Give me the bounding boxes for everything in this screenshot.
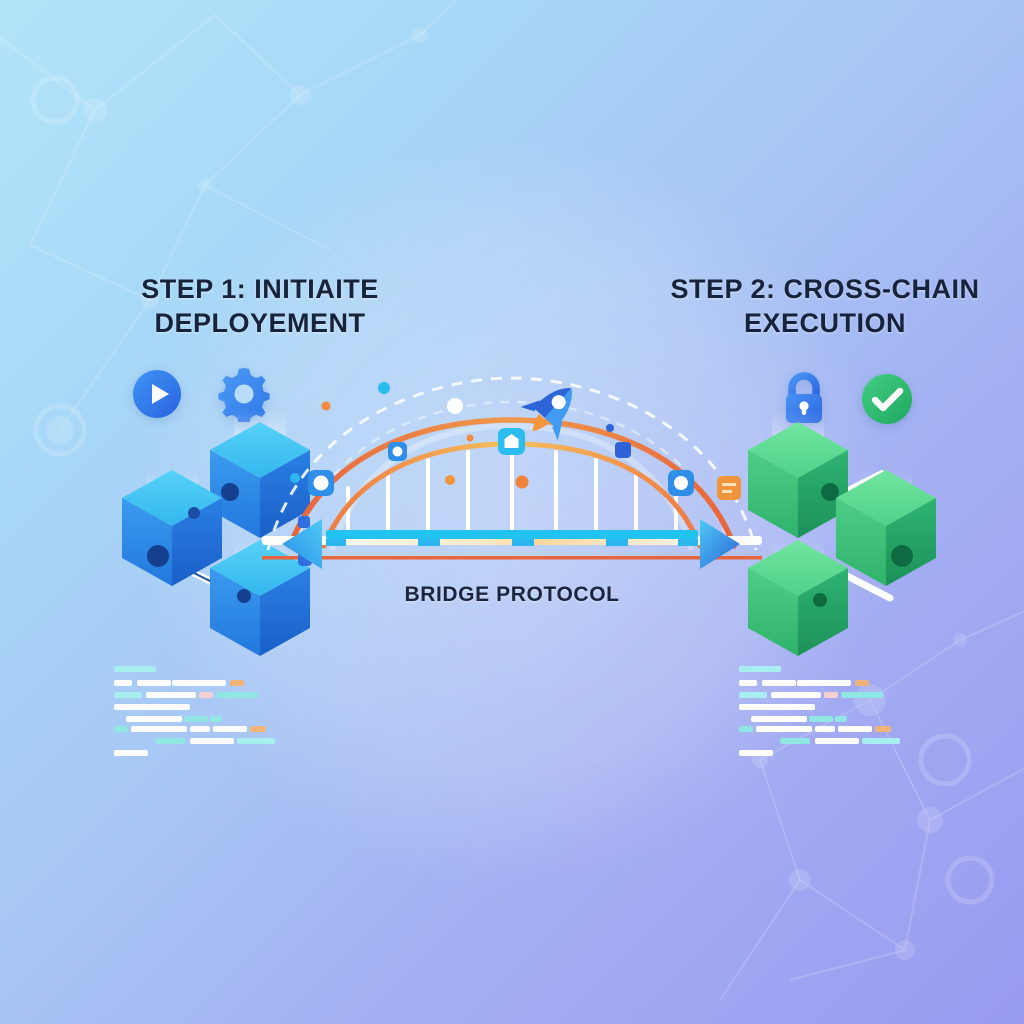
arrow-right	[700, 519, 740, 569]
blockchain-nodes-green	[748, 410, 936, 656]
step-1-title: STEP 1: INITIAITE DEPLOYEMENT	[60, 272, 460, 340]
bridge-deck	[262, 530, 762, 560]
step-2-title-line2: EXECUTION	[743, 308, 907, 338]
code-lines-left	[114, 666, 275, 756]
blockchain-nodes-blue	[122, 410, 310, 656]
step-1-icon-row	[130, 366, 272, 422]
gear-icon[interactable]	[216, 366, 272, 422]
code-lines-right	[739, 666, 900, 756]
step-2-title-line1: STEP 2: CROSS-CHAIN	[670, 274, 980, 304]
bridge-node-markers	[308, 428, 741, 500]
check-circle-icon[interactable]	[859, 371, 915, 427]
bridge-protocol-label: BRIDGE PROTOCOL	[404, 583, 620, 606]
rocket-icon	[520, 388, 572, 441]
play-icon[interactable]	[130, 367, 184, 421]
bridge-protocol-graphic	[262, 376, 762, 566]
step-2-title: STEP 2: CROSS-CHAIN EXECUTION	[625, 272, 1024, 340]
step-1-title-line2: DEPLOYEMENT	[154, 308, 366, 338]
arrow-left	[282, 519, 322, 569]
dashed-orbit-arcs	[266, 376, 758, 551]
step-1-title-line1: STEP 1: INITIAITE	[141, 274, 379, 304]
bridge-cables	[346, 446, 678, 538]
